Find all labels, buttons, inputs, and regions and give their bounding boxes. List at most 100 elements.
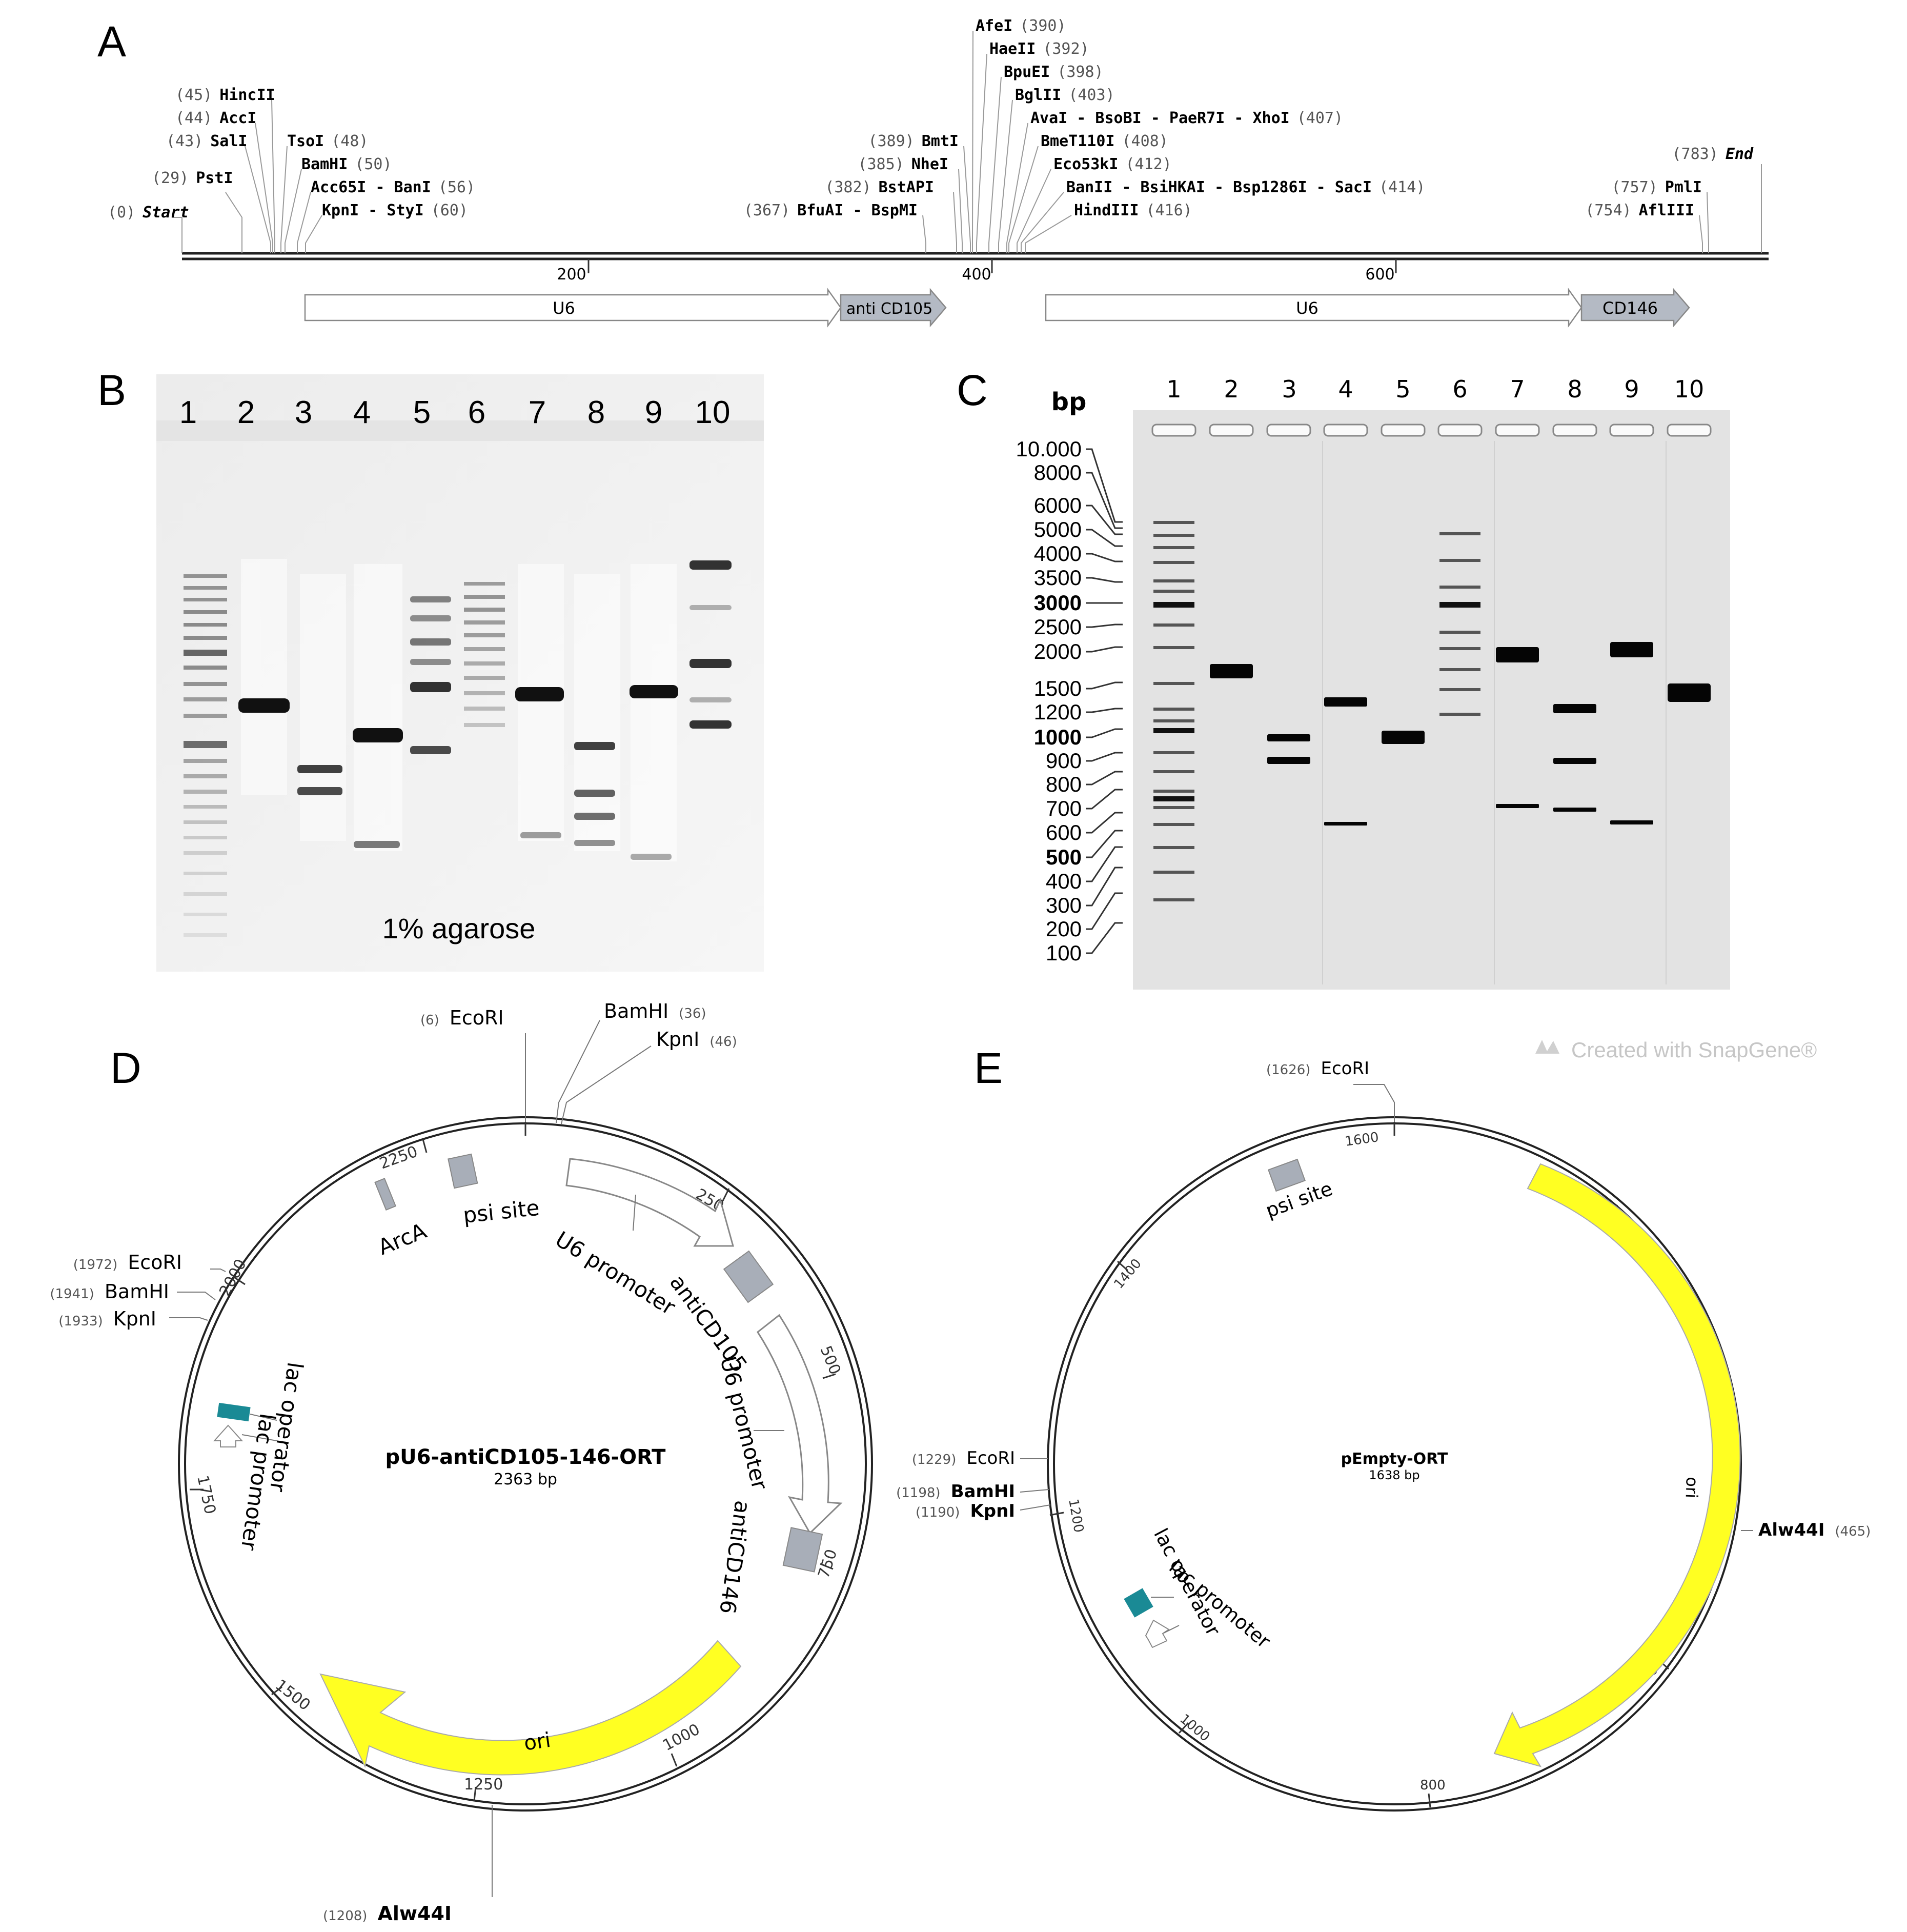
feature-anti-cd105 [840,288,947,328]
feature-u6-1 [304,288,842,328]
site-bglii: BglII(403) [1015,86,1115,104]
plasmid-d-tick-2000: 2000 [216,1256,250,1299]
plasmid-e-tick-1400: 1400 [1111,1256,1145,1292]
site-eco53ki: Eco53kI(412) [1053,155,1172,173]
ladder-6000: 6000 [1034,493,1082,517]
plasmid-map-pempty: Created with SnapGene® pEmpty-ORT 1638 b… [896,1038,1871,1812]
ladder-200: 200 [1046,917,1082,941]
feature-cd146-label: CD146 [1602,298,1658,318]
site-acc65i-bani: Acc65I - BanI(56) [311,178,475,196]
site-acci: (44)AccI [175,109,257,127]
plasmid-d-tick-1750: 1750 [193,1474,219,1516]
gel-b-lane-1: 1 [179,395,197,430]
gel-c-lane-4: 4 [1338,375,1353,403]
ladder-900: 900 [1046,749,1082,773]
panel-label-a: A [97,17,126,66]
gel-c-lane-8: 8 [1567,375,1582,403]
ladder-800: 800 [1046,772,1082,796]
plasmid-d-site-kpni-46: KpnI(46) [656,1028,737,1051]
gel-b-lane-2: 2 [237,395,255,430]
ladder-2500: 2500 [1034,615,1082,639]
site-haeii: HaeII(392) [989,40,1089,58]
ladder-1500: 1500 [1034,676,1082,700]
plasmid-e-tick-1600: 1600 [1344,1130,1380,1150]
plasmid-d-size: 2363 bp [494,1471,557,1488]
ladder-300: 300 [1046,893,1082,917]
gel-b-lane-8: 8 [587,395,605,430]
plasmid-e-feature-lac-promoter-label: lac promoter [1165,1555,1275,1653]
plasmid-d-site-bamhi-1941: (1941)BamHI [50,1280,169,1303]
ladder-4000: 4000 [1034,541,1082,566]
site-bfuai-bspmi: (367)BfuAI - BspMI [744,202,918,219]
plasmid-d-feature-ori [319,1640,742,1776]
plasmid-e-size: 1638 bp [1369,1468,1419,1482]
plasmid-d-feature-lac-promoter [213,1424,244,1447]
ladder-2000: 2000 [1034,639,1082,663]
ladder-600: 600 [1046,820,1082,844]
gel-b-lane-10: 10 [695,395,731,430]
ladder-1000: 1000 [1034,725,1082,749]
feature-anti-cd105-label: anti CD105 [846,300,932,318]
site-hindiii: HindIII(416) [1074,202,1192,219]
plasmid-d-feature-arca [374,1178,397,1211]
scale-tick-400: 400 [962,266,991,284]
plasmid-e-site-ecori-1229: (1229)EcoRI [912,1448,1015,1468]
linear-restriction-map: 200 400 600 [108,17,1769,328]
plasmid-d-feature-u6-promoter-1-label: U6 promoter [551,1226,680,1320]
plasmid-d-feature-anticd146-label: antiCD146 [715,1499,755,1616]
site-pmli: (757)PmlI [1611,178,1702,196]
sim-gel-background [1133,410,1730,990]
feature-cd146 [1580,288,1690,328]
plasmid-d-feature-anticd146 [782,1527,823,1573]
site-bstapi: (382)BstAPI [825,178,934,196]
gel-c-lane-3: 3 [1282,375,1296,403]
panel-label-c: C [957,366,988,414]
snapgene-watermark-icon [1535,1040,1559,1054]
gel-b-lane-9: 9 [645,395,662,430]
scale-tick-600: 600 [1365,266,1394,284]
site-afei: AfeI(390) [976,17,1066,35]
simulated-gel: bp 1 2 3 4 5 6 7 8 9 10 [1016,375,1730,990]
ladder-400: 400 [1046,869,1082,893]
plasmid-e-tick-1200: 1200 [1065,1498,1086,1534]
gel-b-caption: 1% agarose [382,912,536,944]
scale-tick-200: 200 [557,266,586,284]
agarose-gel-photo: 1 2 3 4 5 6 7 8 9 10 [156,374,764,972]
site-start: (0)Start [108,204,189,222]
plasmid-e-name: pEmpty-ORT [1341,1450,1448,1468]
site-end: (783)End [1672,145,1754,163]
site-afliii: (754)AflIII [1585,202,1694,219]
plasmid-d-feature-u6-promoter-2-label: U6 promoter [715,1354,773,1493]
plasmid-d-site-ecori-6: (6)EcoRI [420,1007,504,1029]
gel-c-lane-2: 2 [1224,375,1239,403]
plasmid-map-pu6: pU6-antiCD105-146-ORT 2363 bp 250 500 75… [50,1000,873,1925]
plasmid-d-site-kpni-1933: (1933)KpnI [58,1307,156,1330]
site-banii-saci: BanII - BsiHKAI - Bsp1286I - SacI(414) [1066,178,1425,196]
ladder-8000: 8000 [1034,460,1082,485]
sim-gel-unit: bp [1051,388,1087,416]
plasmid-d-feature-anticd105 [723,1250,774,1303]
plasmid-e-feature-ori [1493,1163,1741,1767]
ladder-500: 500 [1046,845,1082,869]
ladder-1200: 1200 [1034,700,1082,724]
snapgene-watermark: Created with SnapGene® [1571,1038,1817,1062]
panel-label-e: E [974,1044,1003,1092]
plasmid-d-site-ecori-1972: (1972)EcoRI [73,1251,182,1274]
site-bmti: (389)BmtI [868,132,959,150]
ladder-700: 700 [1046,796,1082,820]
plasmid-d-feature-arca-label: ArcA [374,1218,430,1260]
plasmid-e-site-bamhi-1198: (1198)BamHI [896,1481,1015,1502]
plasmid-d-feature-lac-operator [217,1402,251,1422]
site-psti: (29)PstI [152,169,233,187]
feature-u6-1-label: U6 [553,298,575,318]
gel-b-lane-5: 5 [413,395,431,430]
plasmid-d-feature-u6-promoter-1 [565,1158,734,1247]
site-tsoi: TsoI(48) [287,132,369,150]
feature-u6-2-label: U6 [1296,298,1318,318]
gel-b-lane-7: 7 [529,395,546,430]
site-kpni-styi: KpnI - StyI(60) [322,202,468,219]
gel-c-lane-7: 7 [1510,375,1525,403]
ladder-10000: 10.000 [1016,437,1082,461]
plasmid-d-tick-500: 500 [817,1343,844,1377]
